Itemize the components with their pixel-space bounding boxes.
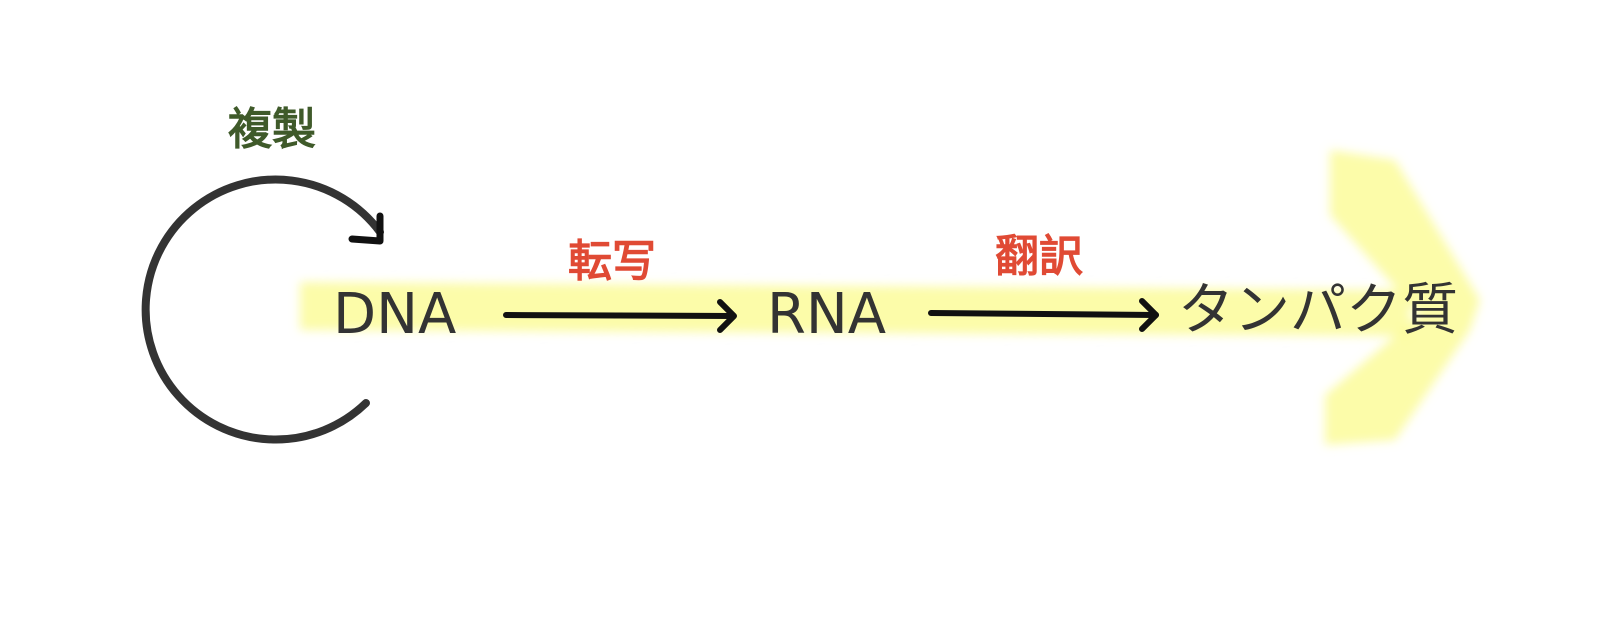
protein-label: タンパク質 [1178, 278, 1458, 343]
replication-label: 複製 [228, 104, 316, 155]
cycle-arrowhead [348, 212, 384, 245]
highlight-arrowhead [1325, 150, 1480, 445]
transcription-arrow [503, 299, 737, 333]
highlight-band [300, 282, 1410, 336]
transcription-label: 転写 [568, 236, 656, 287]
translation-label: 翻訳 [995, 231, 1083, 282]
rna-label: RNA [767, 282, 887, 347]
dna-label: DNA [333, 282, 457, 347]
highlight-arrow [300, 150, 1480, 445]
replication-cycle-arrow [141, 175, 384, 444]
translation-arrow [928, 298, 1159, 332]
